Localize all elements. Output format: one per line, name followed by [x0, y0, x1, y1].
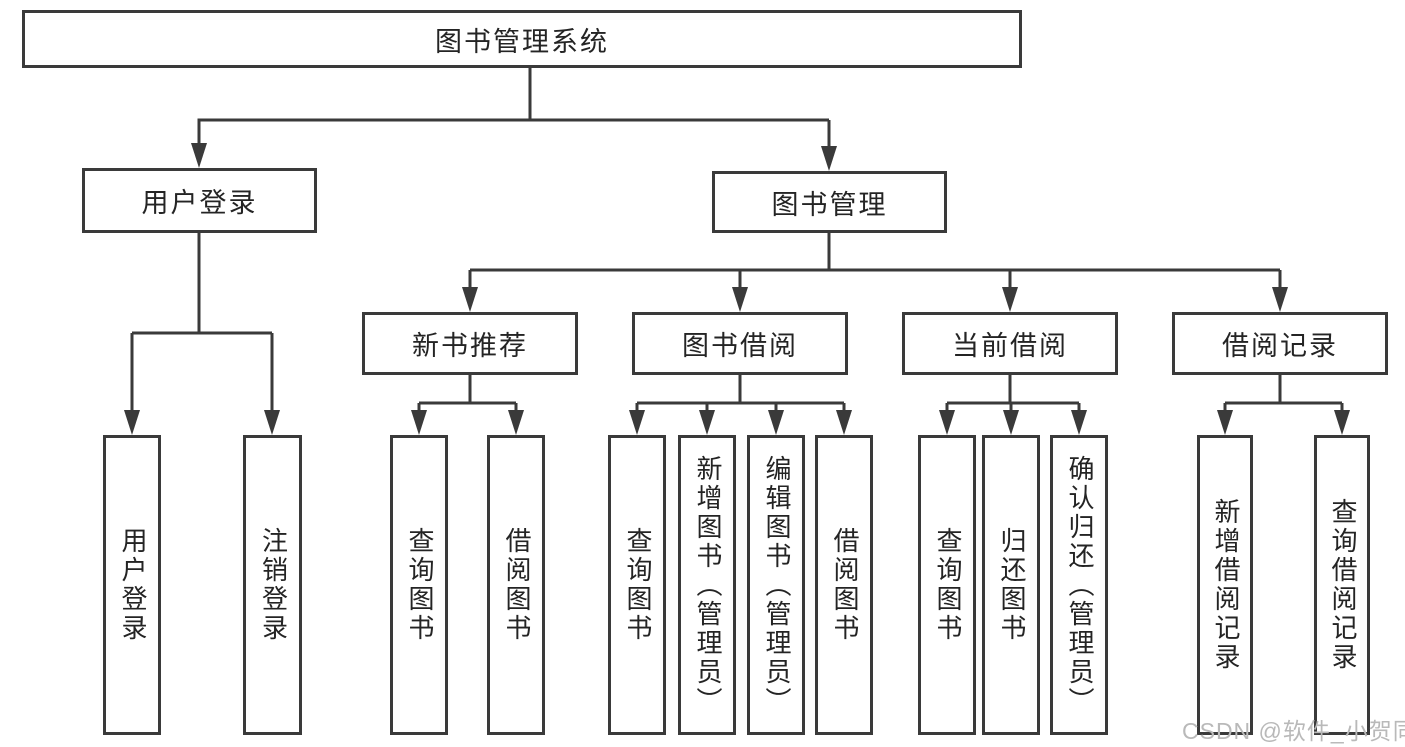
node-book-management: 图书管理 [712, 171, 947, 233]
node-leaf-edit-books-admin: 编辑图书（管理员） [747, 435, 805, 735]
node-label: 图书管理系统 [435, 26, 609, 57]
node-label: 借阅记录 [1222, 331, 1338, 361]
connector-currentborrow-to-leaves [939, 375, 1087, 435]
node-current-borrow: 当前借阅 [902, 312, 1118, 375]
node-label: 查询借阅记录 [1327, 498, 1358, 672]
node-leaf-current-query-books: 查询图书 [918, 435, 976, 735]
connector-userlogin-to-leaves [124, 233, 280, 435]
node-label: 新增图书（管理员） [692, 454, 723, 716]
connector-root-to-level1 [191, 68, 837, 171]
connector-bookmgmt-to-level2 [462, 233, 1288, 312]
node-library-system: 图书管理系统 [22, 10, 1022, 68]
node-label: 查询图书 [622, 527, 653, 643]
connector-borrowrecords-to-leaves [1217, 375, 1350, 435]
node-leaf-return-books: 归还图书 [982, 435, 1040, 735]
node-leaf-add-borrow-record: 新增借阅记录 [1197, 435, 1253, 735]
node-leaf-logout: 注销登录 [243, 435, 302, 735]
node-new-book-recommend: 新书推荐 [362, 312, 578, 375]
node-leaf-recommend-borrow-books: 借阅图书 [487, 435, 545, 735]
node-leaf-user-login: 用户登录 [103, 435, 161, 735]
node-label: 注销登录 [258, 527, 289, 643]
connector-bookborrow-to-leaves [629, 375, 852, 435]
connector-newbook-to-leaves [411, 375, 524, 435]
node-label: 新增借阅记录 [1210, 498, 1241, 672]
node-borrow-records: 借阅记录 [1172, 312, 1388, 375]
node-book-borrow: 图书借阅 [632, 312, 848, 375]
node-leaf-add-books-admin: 新增图书（管理员） [678, 435, 736, 735]
csdn-watermark: CSDN @软件_小贺同学 [1182, 718, 1405, 744]
node-label: 归还图书 [996, 527, 1027, 643]
node-label: 查询图书 [932, 527, 963, 643]
node-leaf-recommend-query-books: 查询图书 [390, 435, 448, 735]
node-leaf-confirm-return-admin: 确认归还（管理员） [1050, 435, 1108, 735]
node-leaf-borrow-query-books: 查询图书 [608, 435, 666, 735]
node-leaf-borrow-books: 借阅图书 [815, 435, 873, 735]
node-label: 当前借阅 [952, 331, 1068, 361]
node-label: 借阅图书 [829, 527, 860, 643]
node-user-login: 用户登录 [82, 168, 317, 233]
node-label: 查询图书 [404, 527, 435, 643]
node-label: 用户登录 [141, 188, 258, 218]
node-label: 确认归还（管理员） [1064, 454, 1095, 716]
node-label: 用户登录 [117, 527, 148, 643]
node-label: 新书推荐 [412, 331, 528, 361]
node-label: 借阅图书 [501, 527, 532, 643]
node-label: 编辑图书（管理员） [761, 454, 792, 716]
node-label: 图书借阅 [682, 331, 798, 361]
node-label: 图书管理 [771, 189, 888, 220]
node-leaf-query-borrow-record: 查询借阅记录 [1314, 435, 1370, 735]
